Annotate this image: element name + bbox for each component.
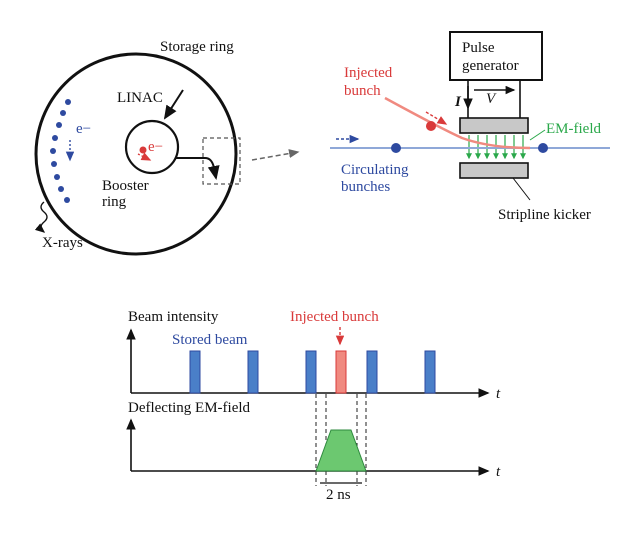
- booster-transfer-line: [175, 157, 220, 180]
- injected-bunch: [426, 121, 436, 131]
- stored-beam-pulses: [189, 350, 436, 394]
- stored-pulse: [305, 350, 317, 394]
- injected-bunch-path: [384, 96, 531, 150]
- electron-symbol: e−: [76, 121, 91, 137]
- pulse-generator-label-2: generator: [462, 58, 519, 74]
- booster-label-1: Booster: [102, 178, 149, 194]
- em-field-label: EM-field: [546, 121, 601, 137]
- booster-electron-symbol: e−: [148, 139, 163, 155]
- injected-label-1: Injected: [344, 65, 393, 81]
- ring-bunches: [50, 99, 71, 203]
- kicker-pointer: [512, 177, 531, 201]
- timing-guides: [315, 394, 367, 486]
- intensity-t-label: t: [496, 386, 501, 402]
- injected-bunch-timing-label: Injected bunch: [290, 309, 379, 325]
- storage-ring-label: Storage ring: [160, 39, 234, 55]
- stored-pulse: [424, 350, 436, 394]
- kicker-group: Pulse generator I V EM-field: [330, 31, 610, 223]
- pulse-generator-label-1: Pulse: [462, 40, 495, 56]
- zoom-arrow: [251, 149, 300, 161]
- em-field-pointer: [529, 129, 546, 141]
- stripline-kicker-label: Stripline kicker: [498, 207, 591, 223]
- xrays-wave: [34, 201, 48, 233]
- storage-ring: [34, 52, 238, 256]
- timing-diagram: Beam intensity t Stored beam Injected bu…: [126, 309, 501, 503]
- beam-intensity-label: Beam intensity: [128, 309, 219, 325]
- injected-label-2: bunch: [344, 83, 381, 99]
- stored-pulse: [366, 350, 378, 394]
- injected-pulse: [335, 350, 347, 394]
- circulating-label-2: bunches: [341, 179, 390, 195]
- zoom-region: [202, 137, 241, 185]
- voltage-symbol: V: [486, 91, 497, 107]
- storage-ring-group: Storage ring e− LINAC e− Booster ring: [34, 39, 300, 256]
- stored-pulse: [247, 350, 259, 394]
- pulse-generator-box: [449, 31, 543, 81]
- stored-pulse: [189, 350, 201, 394]
- booster-ring: [124, 119, 180, 175]
- injected-direction-arrow: [425, 111, 448, 125]
- booster-bunch: [139, 146, 147, 154]
- xrays-label: X-rays: [42, 235, 83, 251]
- stored-beam-label: Stored beam: [172, 332, 248, 348]
- pulse-width-label: 2 ns: [326, 487, 351, 503]
- current-symbol: I: [454, 94, 462, 110]
- linac-label: LINAC: [117, 90, 163, 106]
- circulating-label-1: Circulating: [341, 162, 409, 178]
- linac-beam-arrow: [163, 89, 184, 120]
- booster-label-2: ring: [102, 194, 127, 210]
- lower-electrode: [459, 162, 529, 179]
- upper-electrode: [459, 117, 529, 134]
- field-pulse: [315, 429, 367, 472]
- field-t-label: t: [496, 464, 501, 480]
- deflecting-field-label: Deflecting EM-field: [128, 400, 251, 416]
- circulating-bunches: [391, 143, 548, 153]
